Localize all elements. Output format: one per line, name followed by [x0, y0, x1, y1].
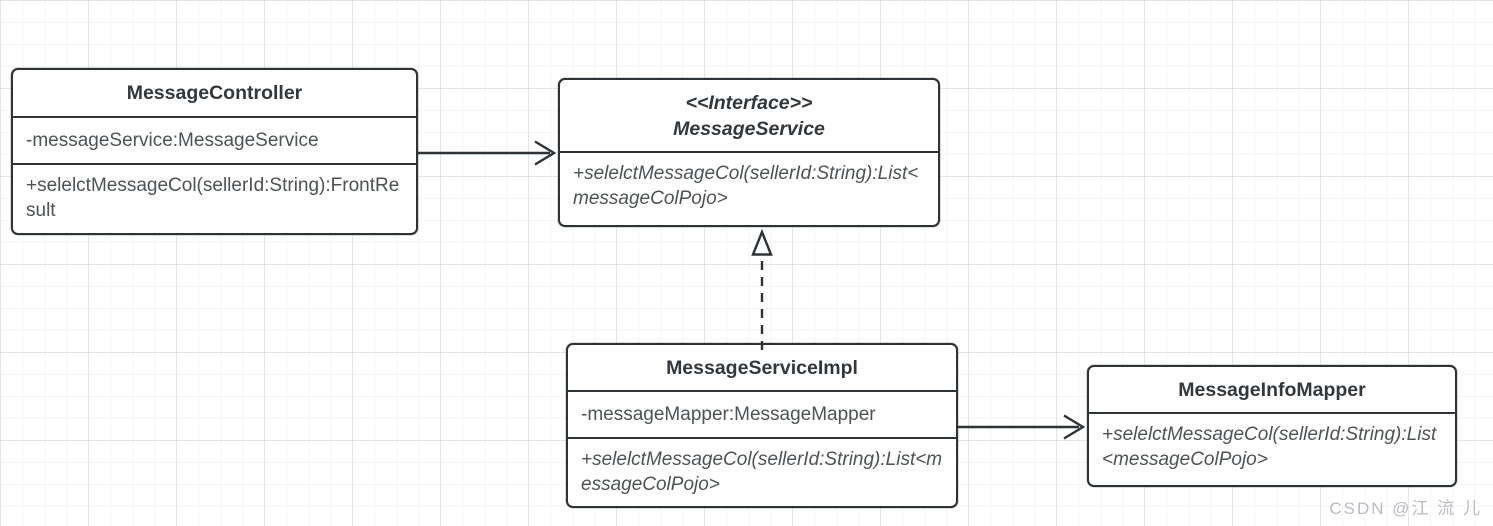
attribute-text: -messageMapper:MessageMapper — [581, 404, 876, 425]
method-row: +selelctMessageCol(sellerId:String):Fron… — [13, 163, 416, 233]
method-row: +selelctMessageCol(sellerId:String):List… — [1089, 412, 1455, 485]
method-row: +selelctMessageCol(sellerId:String):List… — [560, 151, 938, 225]
class-title-message-service-impl: MessageServiceImpl — [568, 345, 956, 390]
method-text: +selelctMessageCol(sellerId:String):List… — [1102, 424, 1437, 470]
class-name: MessageController — [126, 82, 303, 104]
class-box-message-service-impl: MessageServiceImpl -messageMapper:Messag… — [566, 343, 958, 508]
stereotype-label: <<Interface>> — [685, 91, 813, 114]
association-arrow-controller-to-service — [418, 140, 557, 166]
attribute-row: -messageService:MessageService — [13, 116, 416, 163]
attribute-text: -messageService:MessageService — [26, 130, 319, 151]
method-text: +selelctMessageCol(sellerId:String):List… — [573, 163, 919, 209]
class-name: MessageService — [673, 117, 825, 140]
attribute-row: -messageMapper:MessageMapper — [568, 390, 956, 437]
class-box-message-controller: MessageController -messageService:Messag… — [11, 68, 418, 235]
class-box-message-service-interface: <<Interface>> MessageService +selelctMes… — [558, 78, 940, 227]
class-title-message-controller: MessageController — [13, 70, 416, 116]
method-row: +selelctMessageCol(sellerId:String):List… — [568, 437, 956, 506]
csdn-watermark: CSDN @江 流 儿 — [1329, 499, 1482, 518]
realization-arrow-impl-to-service — [751, 228, 773, 350]
method-text: +selelctMessageCol(sellerId:String):List… — [581, 449, 943, 495]
method-text: +selelctMessageCol(sellerId:String):Fron… — [26, 175, 400, 221]
association-arrow-impl-to-mapper — [958, 414, 1086, 440]
class-title-message-info-mapper: MessageInfoMapper — [1089, 367, 1455, 412]
class-name: MessageServiceImpl — [666, 356, 858, 379]
class-title-message-service: <<Interface>> MessageService — [560, 80, 938, 151]
class-box-message-info-mapper: MessageInfoMapper +selelctMessageCol(sel… — [1087, 365, 1457, 487]
class-name: MessageInfoMapper — [1178, 378, 1366, 401]
